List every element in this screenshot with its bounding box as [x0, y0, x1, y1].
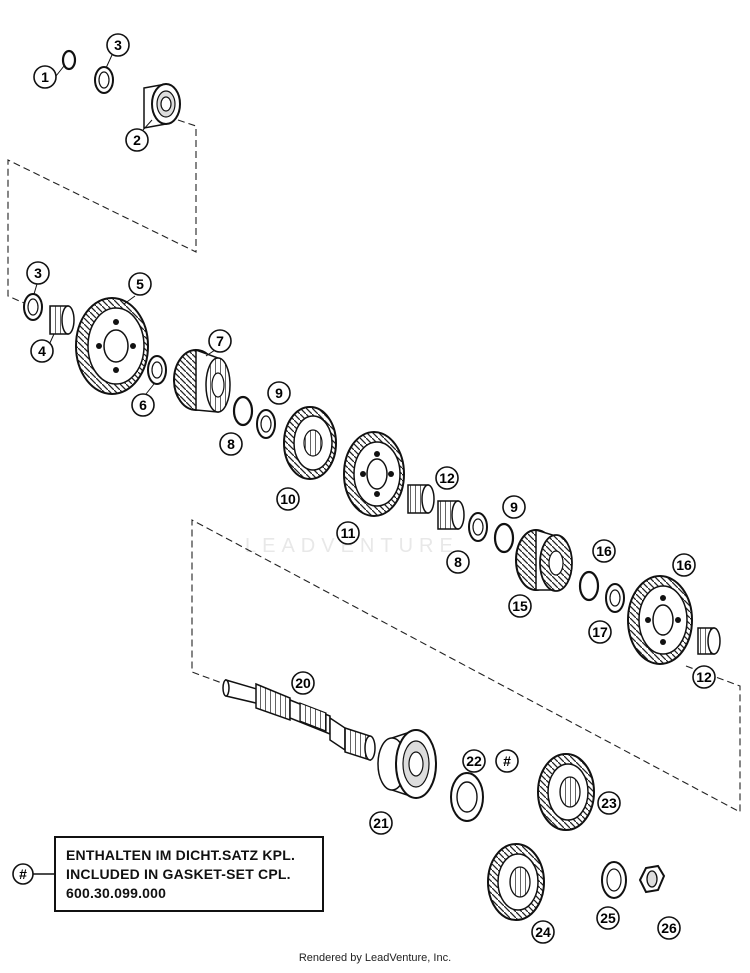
callout-label-25: 23 [601, 795, 617, 811]
callout-circle [291, 671, 315, 695]
callout-label-8: 7 [216, 333, 224, 349]
callout-circle [26, 261, 50, 285]
needle-bearing-12a [407, 484, 435, 514]
washer-9-lower [468, 512, 488, 542]
legend-line-german: ENTHALTEN IM DICHT.SATZ KPL. [66, 847, 296, 863]
callout-circle [597, 791, 621, 815]
callout-label-20: 12 [696, 669, 712, 685]
callout-label-2: 2 [133, 132, 141, 148]
seal-ring-22 [450, 772, 484, 822]
callout-circle [276, 487, 300, 511]
callout-circle [495, 749, 519, 773]
callout-label-15: 9 [510, 499, 518, 515]
needle-bearing-12c [697, 627, 721, 655]
callout-circle [592, 539, 616, 563]
callout-circle [588, 620, 612, 644]
callout-label-6: 5 [136, 276, 144, 292]
legend-marker-label: # [19, 866, 27, 882]
callout-circle [128, 272, 152, 296]
gear-11 [343, 431, 405, 517]
callout-label-17: 16 [596, 543, 612, 559]
callout-circle [531, 920, 555, 944]
callout-label-10: 9 [275, 385, 283, 401]
callout-label-11: 10 [280, 491, 296, 507]
callout-label-27: 25 [600, 910, 616, 926]
gear-16 [627, 575, 693, 665]
callout-circle [30, 339, 54, 363]
callout-circle [462, 749, 486, 773]
washer-6 [147, 355, 167, 385]
callout-label-16: 15 [512, 598, 528, 614]
part-callouts: 1233456789101112891516161712202122#23242… [26, 33, 716, 944]
washer-3-mid [23, 293, 43, 321]
callout-circle [131, 393, 155, 417]
leader-lines [33, 54, 216, 395]
ball-bearing-2 [143, 83, 181, 129]
washer-17 [605, 583, 625, 613]
legend-part-number: 600.30.099.000 [66, 885, 167, 901]
callout-circle [369, 811, 393, 835]
callout-label-21: 20 [295, 675, 311, 691]
callout-label-23: 22 [466, 753, 482, 769]
callout-label-28: 26 [661, 920, 677, 936]
ball-bearing-21 [377, 728, 437, 800]
sprocket-24 [487, 843, 545, 921]
sprocket-23 [537, 753, 595, 831]
callout-circle [33, 65, 57, 89]
callout-label-4: 3 [34, 265, 42, 281]
needle-bearing-12b [437, 500, 465, 530]
callout-label-22: 21 [373, 815, 389, 831]
callout-label-19: 17 [592, 624, 608, 640]
callout-label-12: 11 [341, 525, 356, 541]
gear-10 [283, 406, 337, 480]
snap-ring-8-lower [493, 522, 515, 554]
callout-label-14: 8 [454, 554, 462, 570]
washer-3-top [94, 66, 114, 94]
footer-credit: Rendered by LeadVenture, Inc. [298, 952, 452, 964]
callout-circle [106, 33, 130, 57]
callout-label-24: # [503, 753, 511, 769]
snap-ring-8-upper [232, 395, 254, 427]
callout-circle [336, 521, 360, 545]
callout-label-26: 24 [535, 924, 551, 940]
watermark: LEADVENTURE [245, 535, 459, 557]
callout-circle [596, 906, 620, 930]
callout-label-5: 4 [38, 343, 46, 359]
snap-ring-16 [578, 570, 600, 602]
assembly-lines [7, 119, 741, 813]
legend-line-english: INCLUDED IN GASKET-SET CPL. [66, 866, 291, 882]
callout-circle [446, 550, 470, 574]
callout-circle [267, 381, 291, 405]
callout-label-9: 8 [227, 436, 235, 452]
gear-5 [75, 297, 149, 395]
callout-label-7: 6 [139, 397, 147, 413]
callout-circle [502, 495, 526, 519]
shaft-20 [222, 678, 376, 762]
washer-9-upper [256, 409, 276, 439]
callout-circle [672, 553, 696, 577]
callout-circle [692, 665, 716, 689]
washer-25 [601, 861, 627, 899]
callout-label-3: 3 [114, 37, 122, 53]
needle-bearing-4 [49, 305, 75, 335]
nut-26 [638, 864, 666, 894]
gear-15 [515, 528, 573, 592]
callout-label-13: 12 [439, 470, 455, 486]
callout-label-18: 16 [676, 557, 692, 573]
callout-label-1: 1 [41, 69, 49, 85]
snap-ring-1 [61, 49, 77, 71]
callout-circle [208, 329, 232, 353]
callout-circle [435, 466, 459, 490]
callout-circle [657, 916, 681, 940]
legend-marker: # [12, 863, 54, 885]
callout-circle [125, 128, 149, 152]
gear-7 [173, 348, 231, 413]
gasket-set-legend: ENTHALTEN IM DICHT.SATZ KPL. INCLUDED IN… [54, 836, 324, 912]
callout-circle [508, 594, 532, 618]
callout-circle [219, 432, 243, 456]
